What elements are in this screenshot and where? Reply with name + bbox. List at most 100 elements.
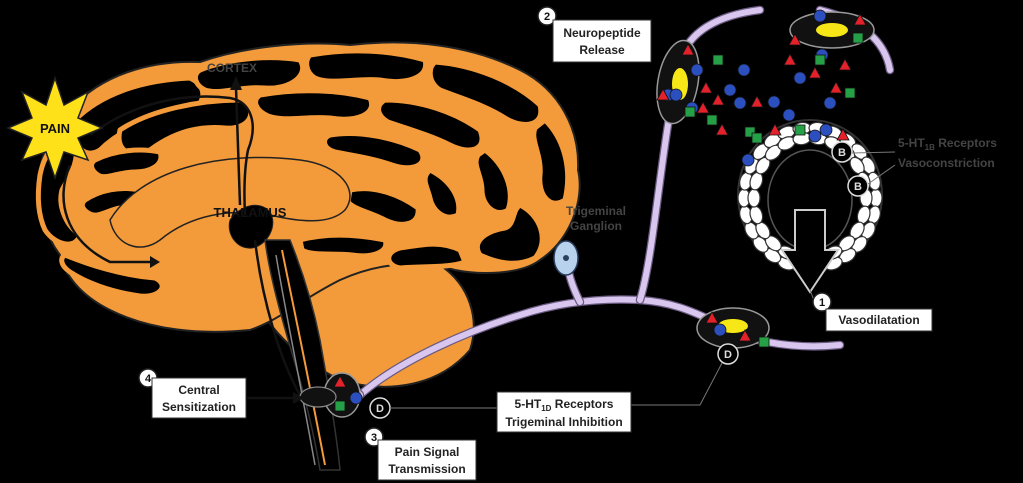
- pain-fiber-upper: [89, 95, 254, 216]
- step-number: 1: [819, 297, 825, 309]
- second-order-neuron: [299, 386, 337, 408]
- gyrus: [473, 147, 513, 215]
- step-1-vasodilatation: 1 Vasodilatation: [812, 292, 933, 332]
- circle-marker-icon: [741, 153, 755, 167]
- square-marker-icon: [814, 54, 826, 66]
- dilation-arrow-icon: [780, 209, 840, 294]
- gyrus: [322, 130, 426, 171]
- square-marker-icon: [844, 87, 856, 99]
- triangle-marker-icon: [750, 95, 764, 108]
- pain-label: PAIN: [40, 121, 70, 136]
- star-icon: [6, 75, 104, 181]
- triangle-marker-icon: [808, 66, 822, 79]
- ht1b-line2: Vasoconstriction: [898, 156, 995, 170]
- circle-marker-icon: [690, 63, 704, 77]
- vessel-cell: [747, 188, 761, 208]
- gyrus: [59, 252, 165, 299]
- arrowhead: [230, 76, 242, 90]
- circle-marker-icon: [782, 108, 796, 122]
- step-label-line1: Central: [178, 383, 219, 397]
- step-label: Vasodilatation: [838, 313, 919, 327]
- thalamus-to-cortex: [234, 87, 242, 206]
- step-label-box: [825, 308, 933, 332]
- ht1d-line1: 5-HT1D Receptors: [515, 397, 614, 413]
- triangle-marker-icon: [788, 33, 802, 46]
- trigeminal-ganglion-label-2: Ganglion: [570, 219, 622, 233]
- square-marker-icon: [744, 126, 756, 138]
- circle-marker-icon: [713, 323, 727, 337]
- thalamus-label: THALAMUS: [214, 205, 287, 220]
- step-3-pain-signal-transmission: 3 Pain Signal Transmission: [364, 427, 477, 481]
- circle-marker-icon: [813, 9, 827, 23]
- brainstem-tract: [281, 249, 326, 466]
- step-number-badge: [537, 6, 557, 26]
- triangle-marker-icon: [696, 101, 710, 114]
- ganglion-nucleus: [563, 255, 569, 261]
- square-marker-icon: [712, 54, 724, 66]
- receptor-b-lower: B: [847, 175, 869, 197]
- triangle-marker-icon: [656, 88, 670, 101]
- receptor-d-label: D: [376, 403, 384, 415]
- square-marker-icon: [751, 132, 763, 144]
- triangle-marker-icon: [681, 43, 695, 56]
- triangle-marker-icon: [738, 329, 752, 342]
- triangle-marker-icon: [783, 53, 797, 66]
- triangle-marker-icon: [705, 311, 719, 324]
- gyrus: [531, 117, 571, 206]
- square-marker-icon: [852, 32, 864, 44]
- receptor-d-central: D: [369, 397, 391, 419]
- pain-starburst: PAIN: [6, 75, 104, 181]
- ventricle: [228, 204, 274, 249]
- neuropeptide-markers: [333, 9, 867, 412]
- nerve-terminal-bottom: [696, 307, 770, 349]
- step-label-line2: Release: [579, 43, 625, 57]
- blood-vessel: [737, 119, 883, 294]
- receptor-b-label: B: [838, 147, 846, 159]
- cortex-label: CORTEX: [207, 61, 257, 75]
- circle-marker-icon: [808, 129, 822, 143]
- triangle-marker-icon: [853, 13, 867, 26]
- pain-fiber-lower: [62, 164, 150, 264]
- triangle-marker-icon: [711, 93, 725, 106]
- gyrus: [422, 167, 462, 220]
- gyrus: [192, 55, 305, 95]
- step-number: 3: [371, 432, 377, 444]
- triangle-marker-icon: [838, 58, 852, 71]
- triangle-marker-icon: [768, 123, 782, 136]
- circle-marker-icon: [823, 96, 837, 110]
- circle-marker-icon: [737, 63, 751, 77]
- circle-marker-icon: [733, 96, 747, 110]
- gyrus: [376, 97, 485, 153]
- gyrus: [427, 59, 544, 127]
- circle-marker-icon: [819, 123, 833, 137]
- receptor-d-label: D: [724, 349, 732, 361]
- vesicle: [816, 23, 848, 37]
- square-marker-icon: [758, 336, 770, 348]
- ht1b-line1: 5-HT1B Receptors: [898, 136, 997, 152]
- step-label-line2: Transmission: [388, 462, 465, 476]
- receptor-d-peripheral: D: [717, 343, 739, 365]
- step-number: 4: [145, 373, 152, 385]
- ht1b-receptor-label: 5-HT1B Receptors Vasoconstriction: [898, 136, 997, 170]
- step-number: 2: [544, 11, 550, 23]
- step-label-line1: Neuropeptide: [563, 26, 641, 40]
- ht1d-line2: Trigeminal Inhibition: [505, 415, 622, 429]
- trigeminal-ganglion-label-1: Trigeminal: [566, 204, 626, 218]
- ht1d-receptor-label: 5-HT1D Receptors Trigeminal Inhibition: [496, 391, 632, 433]
- square-marker-icon: [334, 400, 346, 412]
- circle-marker-icon: [793, 71, 807, 85]
- corpus-callosum: [109, 156, 351, 248]
- brainstem-to-thalamus: [253, 239, 302, 396]
- triangle-marker-icon: [836, 128, 850, 141]
- gyrus: [475, 202, 545, 266]
- step-label-box: [377, 439, 477, 481]
- receptor-b-upper: B: [831, 141, 853, 163]
- circle-marker-icon: [767, 95, 781, 109]
- step-4-central-sensitization: 4 Central Sensitization: [138, 368, 304, 419]
- triangle-marker-icon: [715, 123, 729, 136]
- receptor-b-label: B: [854, 181, 862, 193]
- nerve-trunk: [357, 296, 718, 398]
- triangle-marker-icon: [333, 375, 347, 388]
- square-marker-icon: [794, 124, 806, 136]
